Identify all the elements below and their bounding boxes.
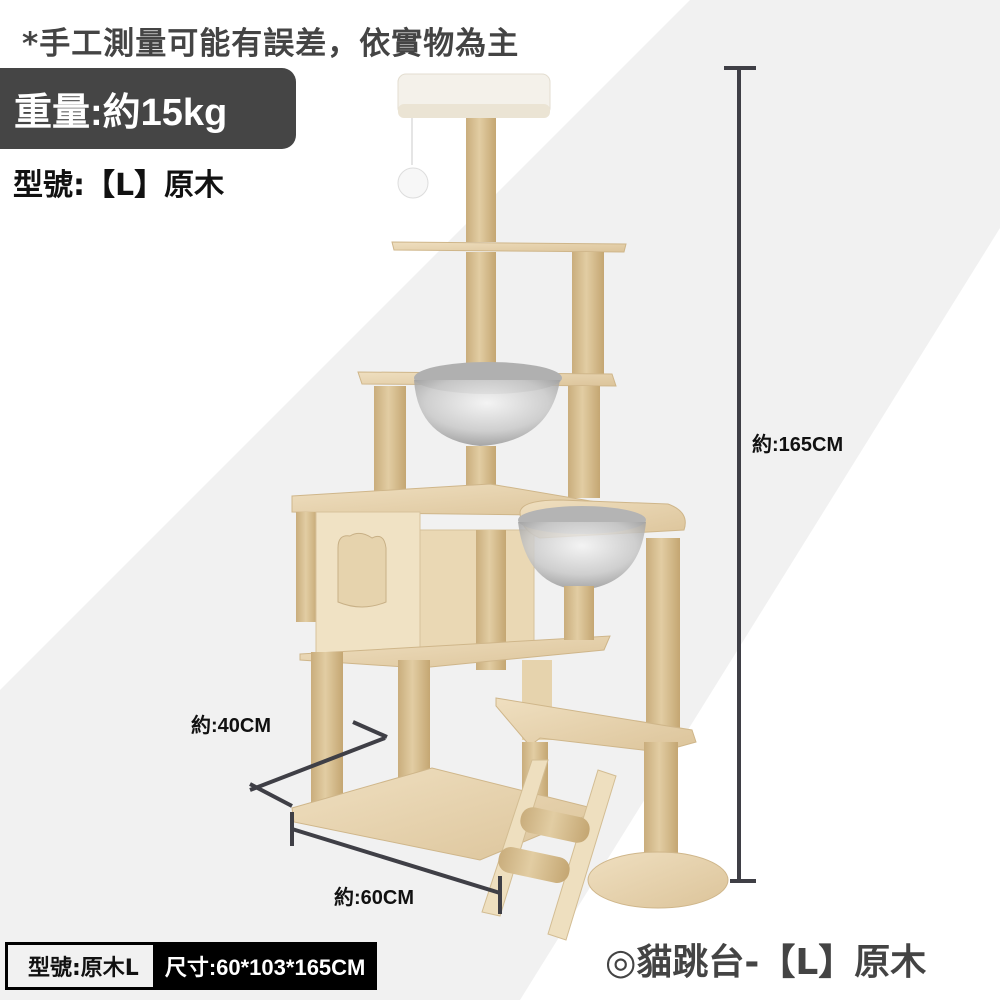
weight-badge: 重量:約15kg	[0, 68, 296, 149]
spec-bar: 型號:原木L 尺寸:60*103*165CM	[5, 942, 378, 990]
weight-label: 重量:約15kg	[14, 92, 228, 134]
plush-top-bed	[397, 73, 551, 199]
model-label-top: 型號:【L】原木	[13, 168, 225, 203]
width-dimension-label: 約:60CM	[334, 887, 415, 909]
size-box: 尺寸:60*103*165CM	[164, 955, 366, 980]
dimension-lines	[249, 66, 756, 914]
measurement-disclaimer: *手工測量可能有誤差，依實物為主	[22, 26, 520, 62]
depth-dimension-label: 約:40CM	[191, 715, 272, 737]
product-title: ◎貓跳台-【L】原木	[605, 942, 927, 983]
model-box: 型號:原木L	[8, 945, 153, 987]
height-dimension-label: 約:165CM	[752, 434, 844, 456]
